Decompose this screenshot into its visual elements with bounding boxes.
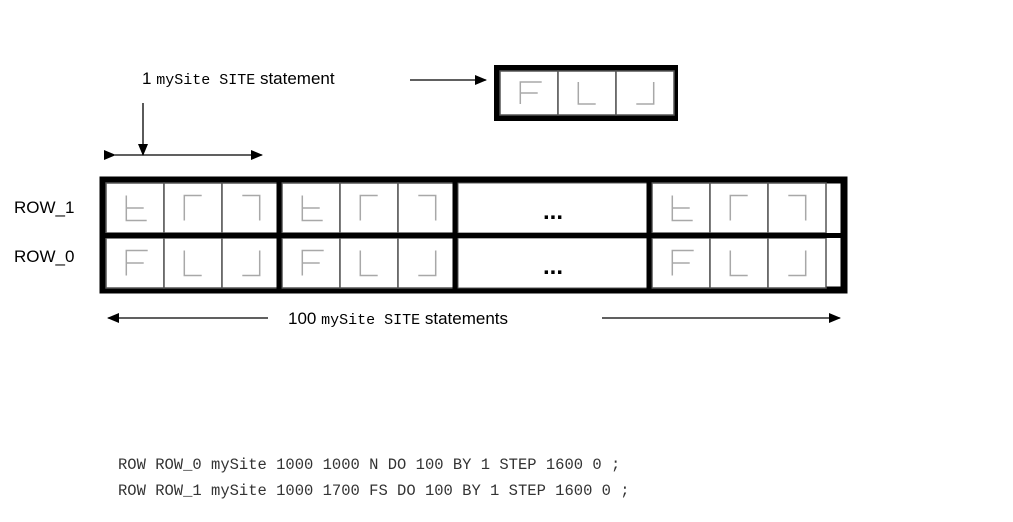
site-cell — [281, 237, 341, 289]
L-glyph-icon — [729, 250, 748, 277]
site-cell — [105, 182, 165, 234]
site-cell — [397, 182, 457, 234]
site-cell — [651, 237, 711, 289]
code-line-1: ROW ROW_1 mySite 1000 1700 FS DO 100 BY … — [118, 482, 630, 500]
7-glyph-icon — [242, 194, 261, 221]
site-cell — [767, 182, 827, 234]
site-cell — [767, 237, 827, 289]
7-glyph-icon — [788, 194, 807, 221]
row-label-row1: ROW_1 — [14, 198, 74, 217]
site-cell — [397, 237, 457, 289]
F-glyph-icon — [519, 81, 542, 104]
site-cell — [163, 237, 223, 289]
site-cell — [709, 182, 769, 234]
7-glyph-icon — [418, 194, 437, 221]
site-cell — [281, 182, 341, 234]
site-cell — [221, 182, 281, 234]
site-cell — [615, 70, 675, 116]
F-glyph-icon — [301, 249, 324, 276]
Gamma-glyph-icon — [359, 194, 378, 221]
J-glyph-icon — [418, 250, 437, 277]
site-cell — [339, 182, 399, 234]
site-cell — [557, 70, 617, 116]
E-glyph-icon — [671, 195, 693, 222]
L-glyph-icon — [183, 250, 202, 277]
code-line-0: ROW ROW_0 mySite 1000 1000 N DO 100 BY 1… — [118, 456, 620, 474]
J-glyph-icon — [636, 82, 655, 105]
site-cell — [221, 237, 281, 289]
F-glyph-icon — [671, 249, 694, 276]
J-glyph-icon — [242, 250, 261, 277]
site-cell — [339, 237, 399, 289]
ellipsis: ... — [543, 253, 563, 280]
site-cell — [709, 237, 769, 289]
Gamma-glyph-icon — [729, 194, 748, 221]
J-glyph-icon — [788, 250, 807, 277]
site-cell — [163, 182, 223, 234]
site-cell — [105, 237, 165, 289]
Gamma-glyph-icon — [183, 194, 202, 221]
ellipsis: ... — [543, 198, 563, 225]
site-cell — [499, 70, 559, 116]
bottom-label: 100 mySite SITE statements — [288, 309, 508, 329]
top-label: 1 mySite SITE statement — [142, 69, 335, 89]
single-site — [494, 65, 678, 121]
site-cell — [651, 182, 711, 234]
rows-grid: ...... — [99, 176, 848, 294]
F-glyph-icon — [125, 249, 148, 276]
E-glyph-icon — [301, 195, 323, 222]
L-glyph-icon — [577, 82, 596, 105]
row-label-row0: ROW_0 — [14, 247, 74, 266]
E-glyph-icon — [125, 195, 147, 222]
L-glyph-icon — [359, 250, 378, 277]
